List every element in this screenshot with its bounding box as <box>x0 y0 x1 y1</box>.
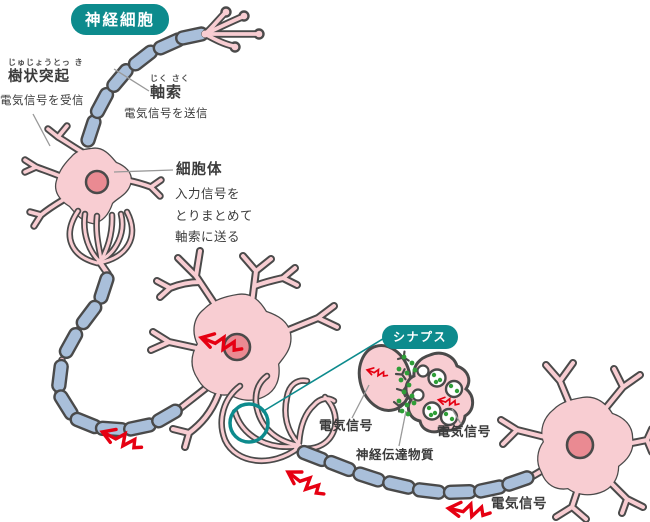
title-badge-nerve-cell: 神経細胞 <box>71 4 170 35</box>
synapse-zoom-leader-line <box>261 336 387 413</box>
electric-signal-zigzag-icon <box>282 464 330 501</box>
electric-signal-post-label: 電気信号 <box>319 419 374 434</box>
neuron1-nucleus <box>84 169 110 195</box>
synapse-basket-neuron1 <box>66 207 136 278</box>
axon-label: じく さく 軸索 <box>150 74 190 102</box>
synapse-zoom-circle <box>228 402 270 444</box>
electric-signal-axon-label: 電気信号 <box>491 496 547 512</box>
axon-furigana: じく さく <box>150 74 190 83</box>
synapse-inset <box>357 344 475 434</box>
cell-body-desc-line2: とりまとめて <box>175 207 254 223</box>
neurotransmitter-dot-icon <box>396 354 460 422</box>
electric-signal-zigzag-icon <box>446 499 493 521</box>
neuron2-axon-myelin-chain <box>50 269 210 438</box>
dendrite-description: 電気信号を受信 <box>0 93 84 107</box>
cell-body-desc-line1: 入力信号を <box>175 186 241 201</box>
neuron3-cell <box>497 359 650 522</box>
neuron2-cell <box>147 247 341 451</box>
dendrite-furigana: じゅじょうとっ き <box>8 58 84 67</box>
postsynaptic-terminal <box>357 344 413 412</box>
synapse-badge: シナプス <box>382 325 459 349</box>
axon-term: 軸索 <box>150 83 183 102</box>
axon-terminal-branches <box>201 6 265 53</box>
pointer-lines <box>32 68 462 447</box>
neuron3-nucleus <box>565 430 595 460</box>
electric-signal-pre-label: 電気信号 <box>437 425 492 440</box>
cell-body-desc-line3: 軸索に送る <box>175 229 241 244</box>
cell-body-term: 細胞体 <box>176 162 223 178</box>
cell-body-description: 入力信号を とりまとめて 軸索に送る <box>175 183 253 248</box>
axon-description: 電気信号を送信 <box>124 106 208 120</box>
dendrite-label: じゅじょうとっ き 樹状突起 <box>8 58 84 86</box>
neuron1-cell <box>21 122 165 230</box>
dendrite-term: 樹状突起 <box>8 69 70 86</box>
neurotransmitter-label: 神経伝達物質 <box>356 447 435 462</box>
